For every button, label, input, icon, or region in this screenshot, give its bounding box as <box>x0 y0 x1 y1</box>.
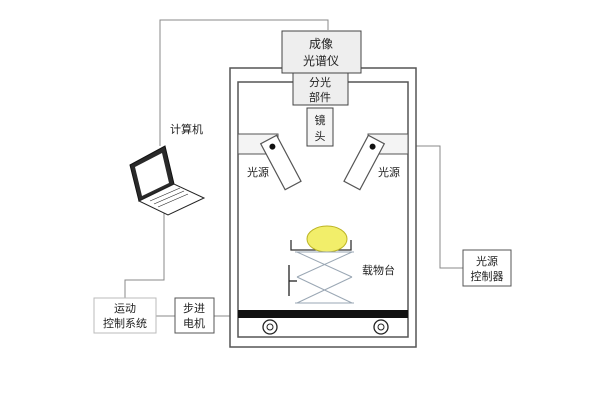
splitter-box: 分光 部件 <box>292 72 349 106</box>
splitter-label-line1: 分光 <box>309 75 331 89</box>
spectrometer-box: 成像 光谱仪 <box>281 30 362 74</box>
wheel-icon <box>262 319 278 335</box>
lens-label-line2: 头 <box>315 130 326 143</box>
wheel-icon <box>373 319 389 335</box>
stage-label: 载物台 <box>362 263 395 277</box>
light-controller-box: 光源 控制器 <box>462 249 512 287</box>
light-right-label: 光源 <box>378 165 400 179</box>
motion-control-box: 运动 控制系统 <box>93 297 157 334</box>
laptop-base <box>137 183 206 216</box>
light-left-label: 光源 <box>247 165 269 179</box>
laptop-icon <box>129 145 206 216</box>
spectrometer-label-line2: 光谱仪 <box>303 54 339 68</box>
conveyor-belt <box>238 310 408 318</box>
ellipse-sample-icon <box>306 225 348 253</box>
scissor-lift-icon <box>295 251 354 304</box>
laptop-screen <box>135 153 169 196</box>
lift-rod <box>288 265 297 296</box>
lamp-icon <box>343 134 386 191</box>
lens-label-line1: 镜 <box>315 113 326 127</box>
light-controller-label-line2: 控制器 <box>471 269 504 283</box>
cables <box>124 19 463 317</box>
light-source-right: 光源 <box>343 133 409 191</box>
stepper-motor-box: 步进 电机 <box>174 297 215 334</box>
lens-box: 镜 头 <box>306 107 334 147</box>
splitter-label-line2: 部件 <box>309 90 331 104</box>
cable-computer-spectrometer <box>159 19 329 146</box>
cable-computer-motion-control <box>124 210 165 298</box>
conveyor <box>238 310 408 335</box>
lamp-icon <box>259 134 302 191</box>
sample <box>290 225 352 253</box>
enclosure-inner <box>237 81 409 338</box>
light-source-left: 光源 <box>237 133 302 191</box>
computer-label: 计算机 <box>170 122 203 136</box>
motion-control-label-line1: 运动 <box>114 302 136 315</box>
stepper-motor-label-line1: 步进 <box>183 302 205 315</box>
motion-control-label-line2: 控制系统 <box>103 316 147 330</box>
light-controller-label-line1: 光源 <box>476 254 498 268</box>
spectrometer-label-line1: 成像 <box>309 37 333 51</box>
stepper-motor-label-line2: 电机 <box>183 316 205 330</box>
cable-light-controller <box>416 145 463 269</box>
